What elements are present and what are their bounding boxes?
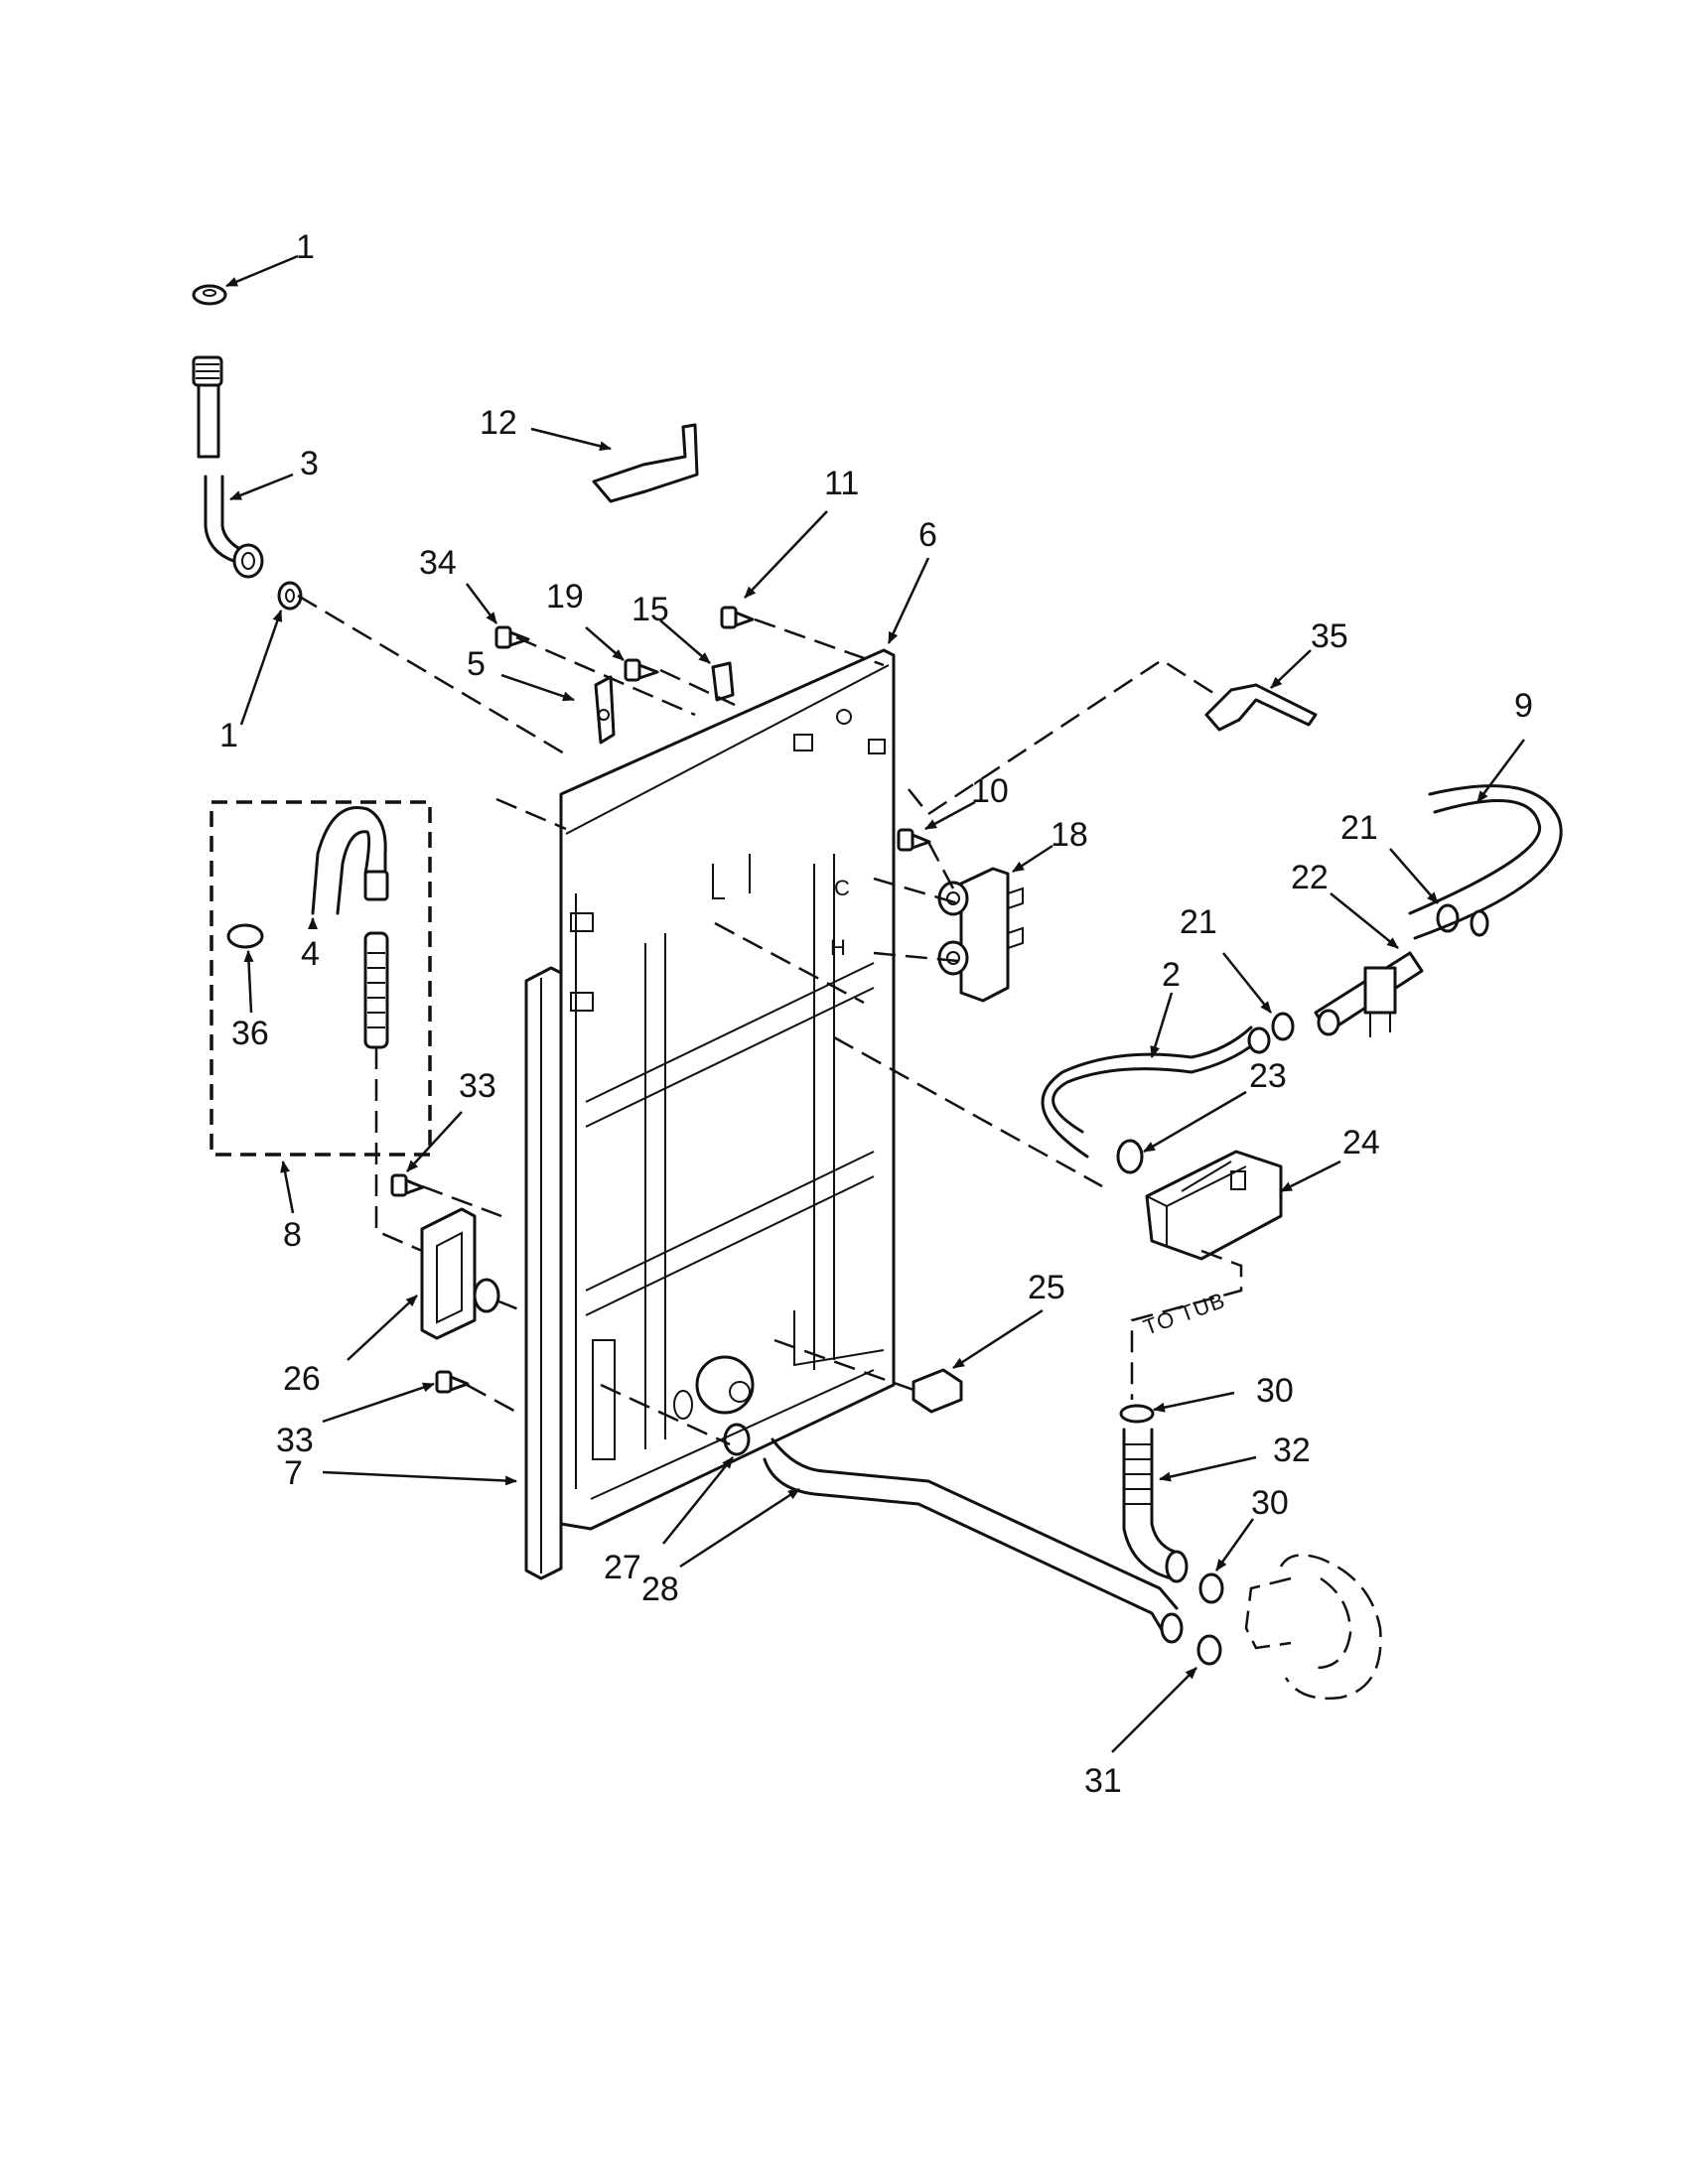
part-24-dispenser [1145, 1150, 1283, 1261]
callout-25: 25 [1028, 1269, 1065, 1306]
callout-31: 31 [1084, 1762, 1122, 1800]
part-25-clip [912, 1368, 963, 1414]
part-7-side-strip [524, 966, 563, 1580]
callout-18: 18 [1051, 816, 1088, 854]
callout-labels: 1 3 1 12 11 6 34 19 15 5 35 9 10 18 21 2… [219, 228, 1533, 1800]
callout-35: 35 [1311, 617, 1348, 655]
assembly-8-group-box [210, 800, 432, 1157]
part-2-hose [1041, 1025, 1271, 1159]
callout-5: 5 [467, 645, 486, 683]
leader-lines [225, 254, 1526, 1753]
callout-27: 27 [604, 1549, 641, 1586]
part-23-clamp [1116, 1139, 1144, 1174]
callout-22: 22 [1291, 859, 1329, 896]
to-tub-label: TO TUB [1140, 1288, 1228, 1340]
part-36-clamp [226, 923, 264, 949]
part-30-clamp-upper [1119, 1404, 1155, 1424]
part-15-clamp [711, 661, 735, 702]
callout-8: 8 [283, 1216, 302, 1254]
callout-12: 12 [480, 404, 517, 442]
callout-36: 36 [231, 1015, 269, 1052]
part-27-clamp [723, 1423, 751, 1456]
callout-21-lower: 21 [1180, 903, 1217, 941]
pump-reference [1244, 1554, 1382, 1700]
callout-21-upper: 21 [1340, 809, 1378, 847]
part-12-bracket [592, 423, 699, 503]
part-18-water-valve [937, 867, 1024, 1003]
callout-2: 2 [1162, 956, 1181, 994]
callout-4: 4 [301, 935, 320, 973]
part-4-hose [311, 806, 389, 915]
part-3-inlet-hose [192, 355, 264, 579]
part-9-hose [1408, 784, 1563, 940]
callout-19: 19 [546, 578, 584, 615]
callout-32: 32 [1273, 1432, 1311, 1469]
part-1-washer [277, 581, 303, 611]
part-6-rear-panel [559, 648, 896, 1531]
part-32-drain-hose [1122, 1428, 1189, 1583]
callout-26: 26 [283, 1360, 321, 1398]
part-35-bracket [1204, 683, 1318, 732]
hot-valve-label: H [830, 935, 847, 960]
part-28-drain-hose [763, 1437, 1184, 1644]
callout-33-upper: 33 [459, 1067, 496, 1105]
part-1-nut [192, 284, 227, 306]
part-31-clamp [1196, 1634, 1222, 1666]
callout-15: 15 [632, 591, 669, 628]
callout-1-lower: 1 [219, 717, 238, 754]
callout-3: 3 [300, 445, 319, 482]
part-19-screw [624, 658, 659, 682]
part-22-connector [1314, 951, 1424, 1037]
callout-1-top: 1 [296, 228, 315, 266]
callout-24: 24 [1342, 1124, 1380, 1161]
part-21-clamp-upper [1436, 903, 1460, 933]
callout-7: 7 [284, 1454, 303, 1492]
part-30-clamp-lower [1198, 1572, 1224, 1604]
part-8-hose-assembly [363, 931, 389, 1049]
part-33-screw-upper [390, 1173, 425, 1197]
connection-lines [297, 594, 1243, 1446]
part-11-screw [720, 606, 755, 629]
part-34-screw [494, 625, 530, 649]
part-21-clamp-lower [1271, 1012, 1295, 1041]
cold-valve-label: C [834, 876, 851, 900]
part-26-bracket [420, 1207, 500, 1340]
part-5-clip [594, 675, 616, 745]
callout-11: 11 [824, 465, 859, 502]
callout-10: 10 [971, 772, 1009, 810]
callout-9: 9 [1514, 687, 1533, 725]
callout-30-lower: 30 [1251, 1484, 1289, 1522]
callout-23: 23 [1249, 1057, 1287, 1095]
callout-30-upper: 30 [1256, 1372, 1294, 1410]
callout-28: 28 [641, 1570, 679, 1608]
part-10-screw [897, 828, 931, 852]
callout-34: 34 [419, 544, 457, 582]
part-33-screw-lower [435, 1370, 470, 1394]
callout-6: 6 [918, 516, 937, 554]
callout-33-lower: 33 [276, 1422, 314, 1459]
